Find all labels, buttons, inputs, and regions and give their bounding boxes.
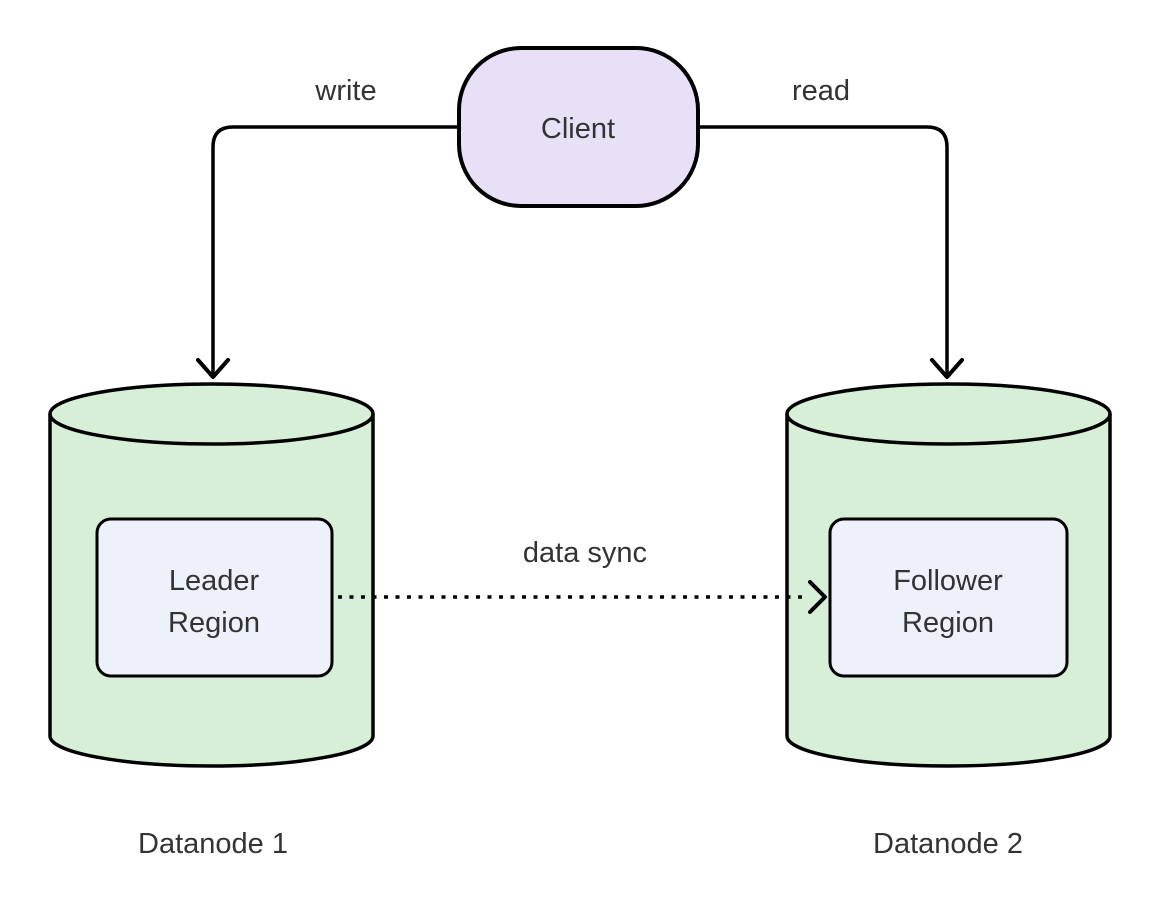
- follower-region-shape: [828, 517, 1069, 678]
- client-node: Client: [457, 46, 700, 208]
- data-sync-edge-label: data sync: [523, 537, 647, 569]
- datanode2-label: Datanode 2: [873, 828, 1023, 860]
- read-edge-label: read: [792, 75, 850, 107]
- follower-region-label-line2: Region: [902, 607, 994, 639]
- read-arrowhead-icon: [930, 358, 964, 379]
- client-node-shape: [457, 46, 700, 208]
- follower-region-label-line1: Follower: [893, 565, 1003, 597]
- leader-region-label-line2: Region: [168, 607, 260, 639]
- write-edge-line: [211, 125, 459, 374]
- leader-region-shape: [95, 517, 334, 678]
- leader-region-node: Leader Region: [95, 517, 334, 678]
- datanode2-cylinder-rim: [785, 413, 1112, 446]
- datanode1-label: Datanode 1: [138, 828, 288, 860]
- write-arrowhead-icon: [196, 358, 230, 379]
- leader-region-label-line1: Leader: [169, 565, 260, 597]
- follower-region-node: Follower Region: [828, 517, 1069, 678]
- client-node-label: Client: [541, 113, 615, 145]
- read-edge-line: [698, 125, 949, 374]
- datanode1-cylinder-rim: [48, 413, 375, 446]
- write-edge-label: write: [314, 75, 376, 107]
- data-sync-arrowhead-icon: [808, 580, 827, 614]
